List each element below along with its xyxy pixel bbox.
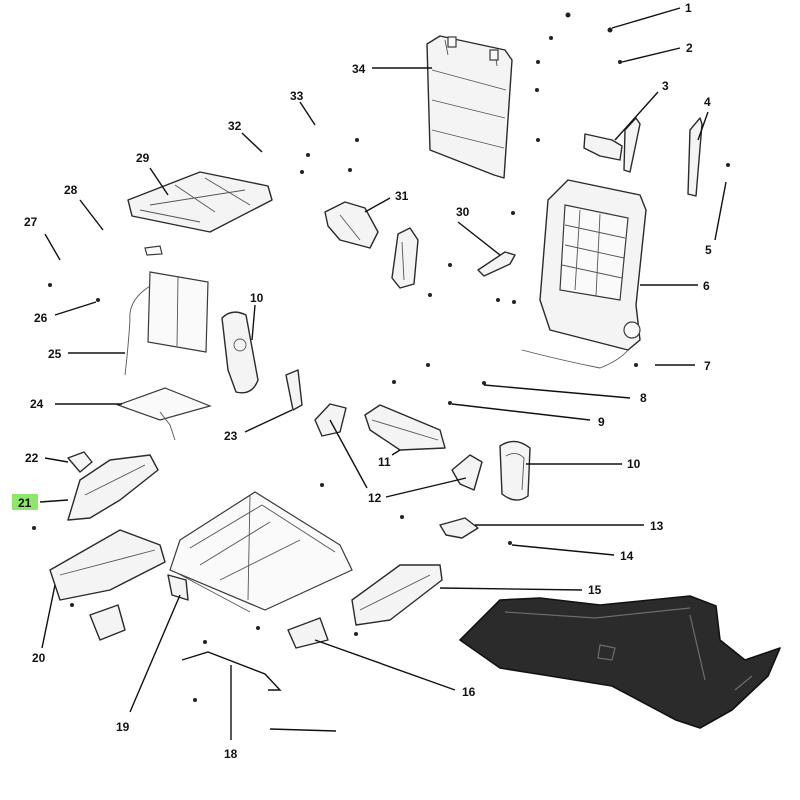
callout-2[interactable]: 2 [686, 41, 693, 55]
callout-25[interactable]: 25 [48, 347, 62, 361]
callout-30[interactable]: 30 [456, 205, 470, 219]
callout-10-right[interactable]: 10 [627, 457, 641, 471]
callout-18[interactable]: 18 [224, 747, 238, 761]
part-24-seat-pad[interactable] [116, 387, 212, 441]
part-31-bracket[interactable] [324, 201, 379, 249]
callout-5[interactable]: 5 [705, 243, 712, 257]
callout-20[interactable]: 20 [32, 651, 46, 665]
callout-28[interactable]: 28 [64, 183, 78, 197]
part-30-lever[interactable] [477, 251, 516, 277]
callout-12[interactable]: 12 [368, 491, 382, 505]
callout-22[interactable]: 22 [25, 451, 39, 465]
part-23-bracket[interactable] [285, 369, 303, 411]
part-10-recliner-cover-right[interactable] [499, 440, 531, 501]
callout-24[interactable]: 24 [30, 397, 44, 411]
part-19-seat-track-adjuster[interactable] [167, 491, 353, 613]
part-10-recliner-cover-left[interactable] [221, 311, 259, 394]
part-15-outer-shield[interactable] [351, 564, 443, 626]
part-34-seat-back-cushion[interactable] [426, 35, 513, 179]
part-25-seat-heater-mat[interactable] [124, 271, 209, 376]
callout-labels: 1 2 3 4 5 6 7 8 9 10 10 11 12 13 14 15 1… [12, 1, 712, 761]
part-4-bracket[interactable] [687, 117, 703, 197]
callout-6[interactable]: 6 [703, 279, 710, 293]
part-20-shield[interactable] [49, 529, 166, 641]
part-featured-seat-shield-photo[interactable] [459, 595, 781, 729]
part-airbag-module[interactable] [391, 227, 419, 289]
callout-16[interactable]: 16 [462, 685, 476, 699]
callout-32[interactable]: 32 [228, 119, 242, 133]
part-11-rail[interactable] [364, 404, 446, 451]
callout-14[interactable]: 14 [620, 549, 634, 563]
leader-lines [39, 7, 727, 740]
callout-31[interactable]: 31 [395, 189, 409, 203]
callout-29[interactable]: 29 [136, 151, 150, 165]
callout-9[interactable]: 9 [598, 415, 605, 429]
callout-34[interactable]: 34 [352, 62, 366, 76]
callout-4[interactable]: 4 [704, 95, 711, 109]
part-21-inner-shield[interactable] [67, 454, 159, 521]
callout-11[interactable]: 11 [378, 455, 391, 469]
callout-21[interactable]: 21 [18, 496, 32, 510]
callout-3[interactable]: 3 [662, 79, 669, 93]
part-3-bracket[interactable] [583, 117, 641, 173]
part-6-seat-back-frame[interactable] [521, 179, 647, 369]
callout-19[interactable]: 19 [116, 720, 130, 734]
part-29-seat-cushion[interactable] [127, 171, 273, 256]
callout-21-highlight [12, 494, 38, 510]
callout-10-left[interactable]: 10 [250, 291, 264, 305]
callout-27[interactable]: 27 [24, 215, 38, 229]
fastener-dots [32, 12, 730, 702]
callout-7[interactable]: 7 [704, 359, 711, 373]
part-22-clip[interactable] [67, 451, 93, 473]
callout-15[interactable]: 15 [588, 583, 602, 597]
part-13-clip[interactable] [439, 517, 479, 539]
part-18-wire[interactable] [181, 651, 282, 691]
callout-8[interactable]: 8 [640, 391, 647, 405]
callout-13[interactable]: 13 [650, 519, 664, 533]
callout-33[interactable]: 33 [290, 89, 304, 103]
callout-26[interactable]: 26 [34, 311, 48, 325]
part-16-bracket[interactable] [287, 617, 329, 649]
callout-1[interactable]: 1 [685, 1, 692, 15]
callout-23[interactable]: 23 [224, 429, 238, 443]
